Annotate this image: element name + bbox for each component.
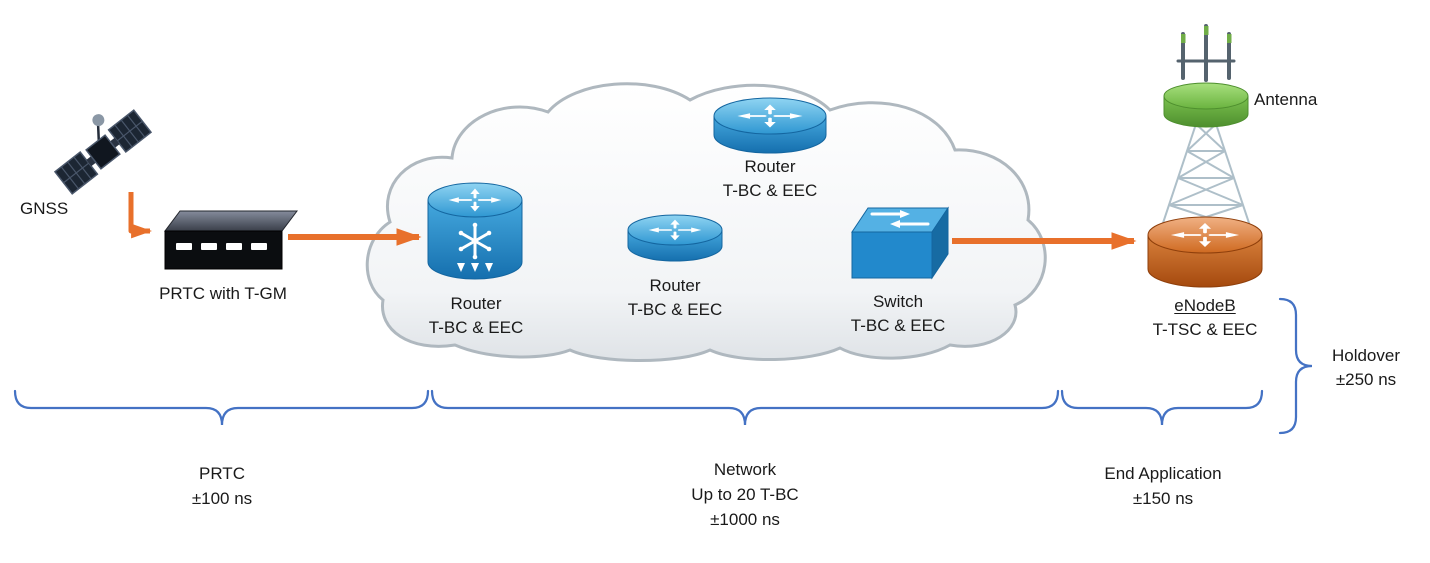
enodeb-label: eNodeB T-TSC & EEC xyxy=(1118,294,1292,342)
segment-network-label: Network Up to 20 T-BC ±1000 ns xyxy=(645,457,845,532)
enodeb-name: eNodeB xyxy=(1174,296,1236,315)
prtc-label: PRTC with T-GM xyxy=(159,284,287,303)
segment-end-application-label: End Application ±150 ns xyxy=(1063,461,1263,511)
segment-prtc-title: PRTC xyxy=(199,464,245,483)
segment-prtc-value: ±100 ns xyxy=(191,489,253,508)
measurement-braces xyxy=(13,297,1313,435)
router-left-name: Router xyxy=(450,294,502,313)
router-cylinder-icon-top xyxy=(713,97,827,154)
segment-end-value: ±150 ns xyxy=(1132,489,1194,508)
brace-prtc-segment xyxy=(13,389,430,426)
router-cylinder-icon-mid xyxy=(627,214,723,262)
gnss-label: GNSS xyxy=(20,199,69,218)
segment-network-value: ±1000 ns xyxy=(710,510,780,529)
segment-end-title: End Application xyxy=(1104,464,1222,483)
switch-label: Switch T-BC & EEC xyxy=(812,290,984,338)
holdover-label: Holdover ±250 ns xyxy=(1316,344,1416,392)
satellite-icon xyxy=(53,109,153,195)
router-left-label: Router T-BC & EEC xyxy=(390,292,562,340)
antenna-label: Antenna xyxy=(1254,90,1318,109)
router-left-role: T-BC & EEC xyxy=(428,318,524,337)
router-mid-name: Router xyxy=(649,276,701,295)
brace-end-application-segment xyxy=(1060,389,1264,426)
segment-network-title: Network xyxy=(713,460,777,479)
brace-network-segment xyxy=(430,389,1060,426)
router-top-name: Router xyxy=(744,157,796,176)
arrow-gnss-to-prtc xyxy=(128,192,153,239)
switch-name: Switch xyxy=(872,292,924,311)
holdover-value: ±250 ns xyxy=(1335,370,1397,389)
server-box-icon xyxy=(164,210,298,270)
enodeb-role: T-TSC & EEC xyxy=(1152,320,1258,339)
switch-role: T-BC & EEC xyxy=(850,316,946,335)
router-top-role: T-BC & EEC xyxy=(722,181,818,200)
cell-tower-icon xyxy=(1159,24,1253,233)
enodeb-router-icon xyxy=(1147,216,1263,288)
brace-holdover xyxy=(1278,297,1313,435)
segment-prtc-label: PRTC ±100 ns xyxy=(122,461,322,511)
router-mid-role: T-BC & EEC xyxy=(627,300,723,319)
flow-arrows xyxy=(128,192,1137,250)
core-router-snowflake-icon xyxy=(427,182,523,280)
switch-3d-icon xyxy=(851,206,949,280)
router-mid-label: Router T-BC & EEC xyxy=(589,274,761,322)
holdover-title: Holdover xyxy=(1331,346,1401,365)
router-top-label: Router T-BC & EEC xyxy=(684,155,856,203)
segment-network-detail: Up to 20 T-BC xyxy=(691,485,799,504)
